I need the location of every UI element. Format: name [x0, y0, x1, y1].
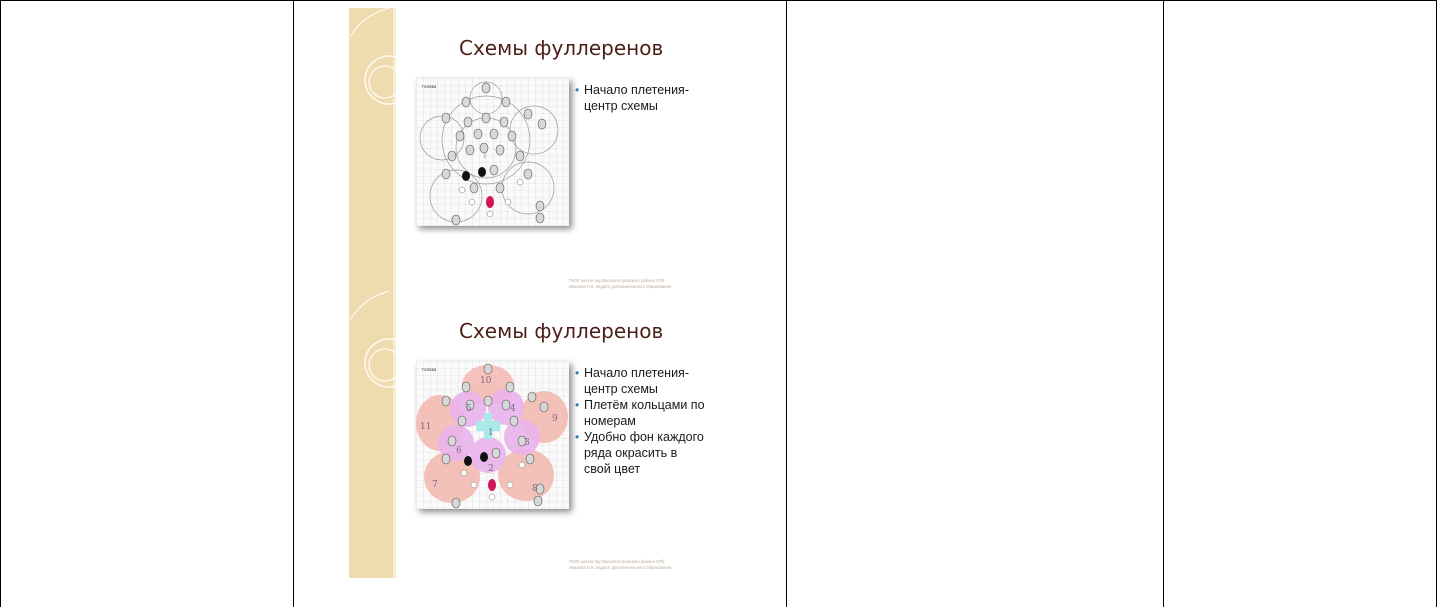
bullet-item: Плетём кольцами по номерам: [575, 397, 705, 429]
table-column-divider: [786, 0, 787, 607]
slide-decor-band-edge: [393, 8, 396, 295]
bullet-list: Начало плетения- центр схемы: [575, 82, 695, 114]
slide-1: Схемы фуллеренов голова: [349, 8, 786, 295]
fullerene-scheme-colored-image: голова: [416, 361, 569, 509]
scheme-label: голова: [422, 84, 437, 89]
table-column-divider: [293, 0, 294, 607]
bullet-item: Удобно фон каждого ряда окрасить в свой …: [575, 429, 705, 477]
bullet-item: Начало плетения- центр схемы: [575, 82, 695, 114]
swirl-ornament-icon: [350, 8, 409, 105]
ring-number: 10: [480, 376, 492, 386]
ring-number: 1: [488, 428, 494, 438]
ring-number: 8: [532, 484, 538, 494]
slide-footer: ГБОУ школа №у Василеостровского района С…: [569, 278, 779, 290]
fullerene-scheme-drawing: голова: [416, 78, 569, 226]
table-column-divider: [1163, 0, 1164, 607]
slide-decor-band-edge: [393, 291, 396, 578]
slide-title: Схемы фуллеренов: [459, 319, 664, 343]
ring-number: 7: [432, 480, 438, 490]
swirl-ornament-icon: [350, 291, 409, 388]
footer-line: Иванова Н.К. педагог дополнительного обр…: [569, 284, 672, 289]
ring-number: 9: [552, 414, 558, 424]
ring-number: 11: [420, 422, 431, 432]
ring-number: 4: [510, 404, 516, 414]
scheme-number: 1: [483, 153, 487, 160]
footer-line: Иванова Н.К. педагог дополнительного обр…: [569, 565, 672, 570]
ring-number: 2: [488, 464, 494, 474]
bullet-item: Начало плетения- центр схемы: [575, 365, 705, 397]
ring-number: 3: [524, 438, 530, 448]
slide-2: Схемы фуллеренов голова: [349, 291, 786, 578]
bullet-list: Начало плетения- центр схемы Плетём коль…: [575, 365, 705, 477]
footer-line: ГБОУ школа №у Василеостровского района С…: [569, 278, 665, 283]
slide-footer: ГБОУ школа №у Василеостровского района С…: [569, 559, 779, 571]
footer-line: ГБОУ школа №у Василеостровского района С…: [569, 559, 665, 564]
fullerene-scheme-image: голова: [416, 78, 569, 226]
scheme-label: голова: [422, 367, 437, 372]
ring-number: 6: [456, 446, 462, 456]
ring-number: 5: [466, 404, 472, 414]
slide-title: Схемы фуллеренов: [459, 36, 664, 60]
fullerene-scheme-colored-drawing: голова: [416, 361, 569, 509]
